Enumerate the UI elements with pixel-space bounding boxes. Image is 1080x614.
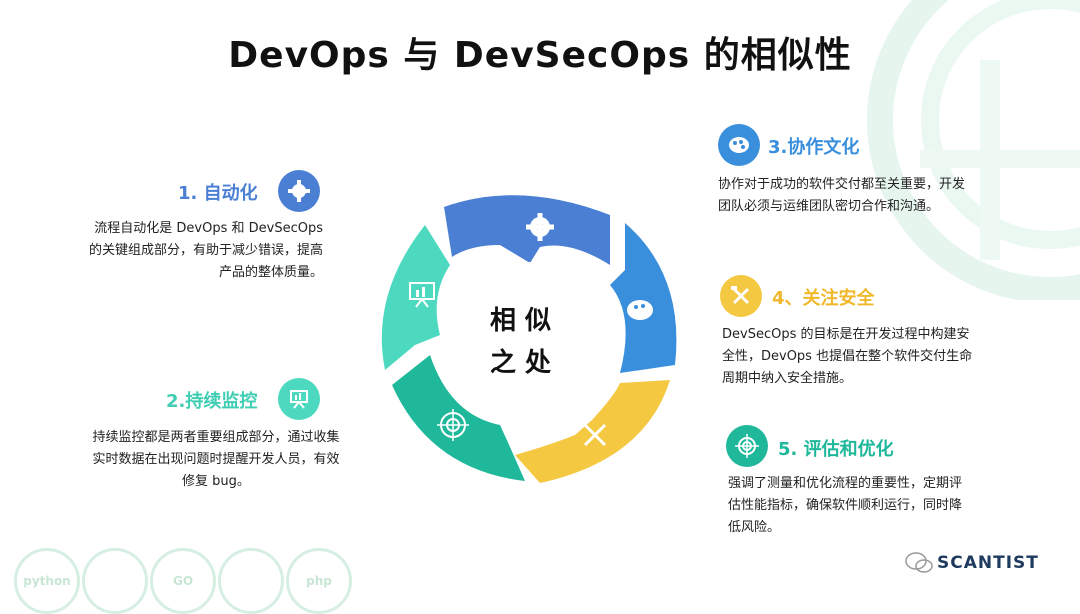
item-evaluation-desc: 强调了测量和优化流程的重要性，定期评估性能指标，确保软件顺利运行，同时降低风险。: [728, 476, 963, 535]
item-monitoring-desc: 持续监控都是两者重要组成部分，通过收集实时数据在出现问题时提醒开发人员，有效修复…: [92, 430, 340, 489]
item-security-title: 4、关注安全: [772, 288, 875, 309]
cycle-segment-collaboration: [610, 223, 677, 373]
language-badge: [82, 548, 148, 614]
cycle-diagram: 相 似 之 处: [370, 185, 690, 495]
cycle-segment-automation: [444, 195, 610, 265]
gear-icon: [278, 170, 320, 212]
palette-icon: [627, 300, 653, 320]
gear-icon: [526, 213, 554, 241]
python-badge: python: [14, 548, 80, 614]
target-icon: [726, 425, 768, 467]
presentation-chart-icon: [278, 378, 320, 420]
go-badge: GO: [150, 548, 216, 614]
item-automation-desc: 流程自动化是 DevOps 和 DevSecOps 的关键组成部分，有助于减少错…: [88, 221, 323, 280]
page-title: DevOps 与 DevSecOps 的相似性: [228, 35, 852, 76]
item-security-desc: DevSecOps 的目标是在开发过程中构建安全性，DevOps 也提倡在整个软…: [722, 327, 973, 386]
palette-icon: [718, 124, 760, 166]
wechat-icon: [905, 552, 933, 573]
center-label-line2: 之 处: [490, 348, 552, 378]
cycle-segment-monitoring: [381, 225, 450, 370]
item-automation-title: 1. 自动化: [178, 183, 258, 204]
item-collaboration-desc: 协作对于成功的软件交付都至关重要，开发团队必须与运维团队密切合作和沟通。: [718, 177, 966, 214]
tools-icon: [583, 423, 607, 447]
item-evaluation-title: 5. 评估和优化: [778, 439, 894, 460]
item-collaboration-title: 3.协作文化: [768, 137, 860, 158]
cycle-ring: [381, 195, 677, 483]
cycle-segment-evaluation: [392, 355, 525, 481]
item-monitoring-title: 2.持续监控: [166, 391, 258, 412]
language-badge: [218, 548, 284, 614]
php-badge: php: [286, 548, 352, 614]
center-label-line1: 相 似: [490, 306, 552, 336]
target-icon: [437, 409, 469, 441]
watermark: SCANTIST: [905, 552, 1039, 574]
watermark-text: SCANTIST: [937, 553, 1039, 573]
tools-icon: [720, 275, 762, 317]
presentation-chart-icon: [409, 282, 435, 308]
